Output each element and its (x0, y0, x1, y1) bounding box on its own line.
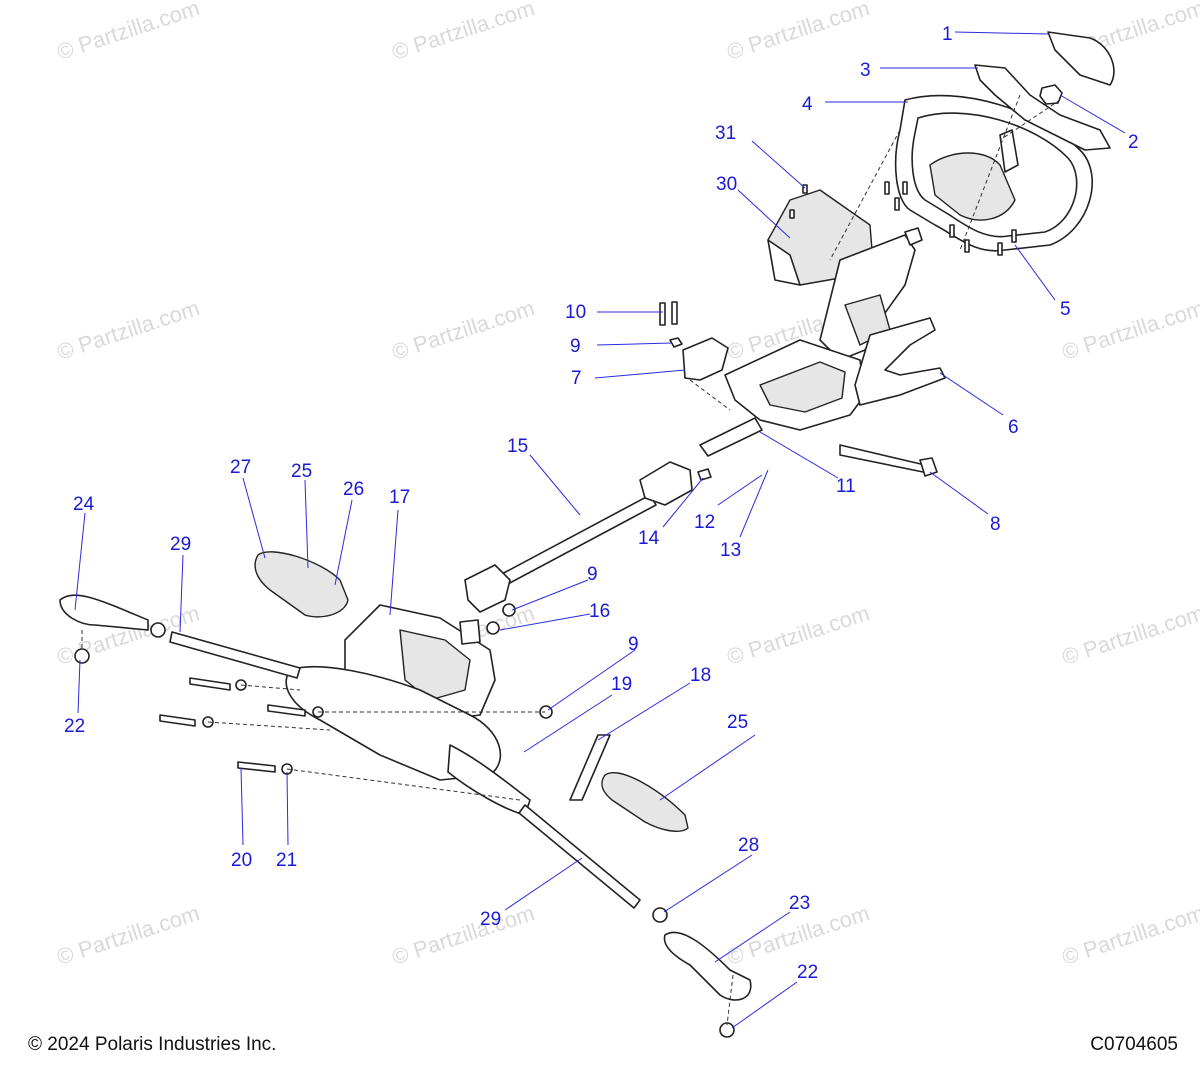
callout-30[interactable]: 30 (716, 174, 737, 195)
watermark: © Partzilla.com (54, 295, 203, 365)
tie-rod-end-right (663, 931, 752, 1001)
watermark: © Partzilla.com (724, 0, 873, 65)
callout-3[interactable]: 3 (860, 60, 871, 81)
callout-19[interactable]: 19 (611, 674, 632, 695)
callout-8[interactable]: 8 (990, 514, 1001, 535)
small-bolts (659, 181, 1017, 348)
callout-17[interactable]: 17 (389, 487, 410, 508)
callout-15[interactable]: 15 (507, 436, 528, 457)
castle-nut-right (719, 1022, 735, 1038)
watermark: © Partzilla.com (389, 295, 538, 365)
leader-lines (74, 31, 1126, 1029)
callout-24[interactable]: 24 (73, 494, 95, 515)
callout-1[interactable]: 1 (942, 24, 953, 45)
tie-rod-left (169, 631, 301, 679)
jam-nut-left (150, 622, 166, 638)
part-illustrations (59, 31, 1115, 1038)
copyright-text: © 2024 Polaris Industries Inc. (28, 1034, 277, 1055)
watermark: © Partzilla.com (389, 0, 538, 65)
callout-29-left[interactable]: 29 (170, 534, 191, 555)
tie-rod-right (518, 804, 641, 909)
callout-9-top[interactable]: 9 (570, 336, 581, 357)
callout-12[interactable]: 12 (694, 512, 715, 533)
callout-25-left[interactable]: 25 (291, 461, 312, 482)
callout-31[interactable]: 31 (715, 123, 736, 144)
wheel-nut (1039, 84, 1063, 105)
callout-6[interactable]: 6 (1008, 417, 1019, 438)
callout-14[interactable]: 14 (638, 528, 660, 549)
callout-16[interactable]: 16 (589, 601, 610, 622)
callout-2[interactable]: 2 (1128, 132, 1139, 153)
callout-9-low[interactable]: 9 (628, 634, 639, 655)
watermark: © Partzilla.com (1059, 900, 1200, 970)
callout-26[interactable]: 26 (343, 479, 364, 500)
watermark: © Partzilla.com (54, 900, 203, 970)
watermark: © Partzilla.com (724, 600, 873, 670)
boot-right (601, 772, 689, 832)
watermark: © Partzilla.com (54, 0, 203, 65)
callout-labels: 1 2 3 4 5 6 7 8 9 9 9 10 11 12 13 14 15 … (64, 24, 1139, 983)
watermark: © Partzilla.com (1059, 600, 1200, 670)
callout-4[interactable]: 4 (802, 94, 813, 115)
callout-13[interactable]: 13 (720, 540, 741, 561)
callout-20[interactable]: 20 (231, 850, 252, 871)
mounting-bolts (159, 677, 324, 775)
callout-22-left[interactable]: 22 (64, 716, 85, 737)
intermediate-shaft (464, 461, 712, 613)
assembly-lines (81, 94, 1061, 1026)
callout-23[interactable]: 23 (789, 893, 810, 914)
watermark: © Partzilla.com (389, 900, 538, 970)
callout-29-right[interactable]: 29 (480, 909, 501, 930)
column-bracket (682, 337, 729, 381)
callout-27[interactable]: 27 (230, 457, 251, 478)
callout-18[interactable]: 18 (690, 665, 711, 686)
callout-21[interactable]: 21 (276, 850, 297, 871)
callout-11[interactable]: 11 (836, 476, 856, 497)
watermark: © Partzilla.com (1059, 295, 1200, 365)
steering-gear (285, 604, 531, 816)
callout-10[interactable]: 10 (565, 302, 586, 323)
steering-column (699, 227, 946, 477)
jam-nut-right (652, 907, 668, 923)
callout-7[interactable]: 7 (571, 368, 582, 389)
boot-left (254, 551, 349, 618)
callout-9-mid[interactable]: 9 (587, 564, 598, 585)
castle-nut-left (74, 648, 90, 664)
callout-5[interactable]: 5 (1060, 299, 1071, 320)
diagram-code: C0704605 (1090, 1034, 1178, 1055)
steering-wheel (894, 94, 1094, 252)
callout-25-right[interactable]: 25 (727, 712, 748, 733)
callout-22-right[interactable]: 22 (797, 962, 818, 983)
tie-rod-end-left (59, 594, 149, 631)
steering-wheel-bezel (974, 64, 1111, 151)
steering-wheel-cover (1047, 31, 1115, 86)
callout-28[interactable]: 28 (738, 835, 759, 856)
